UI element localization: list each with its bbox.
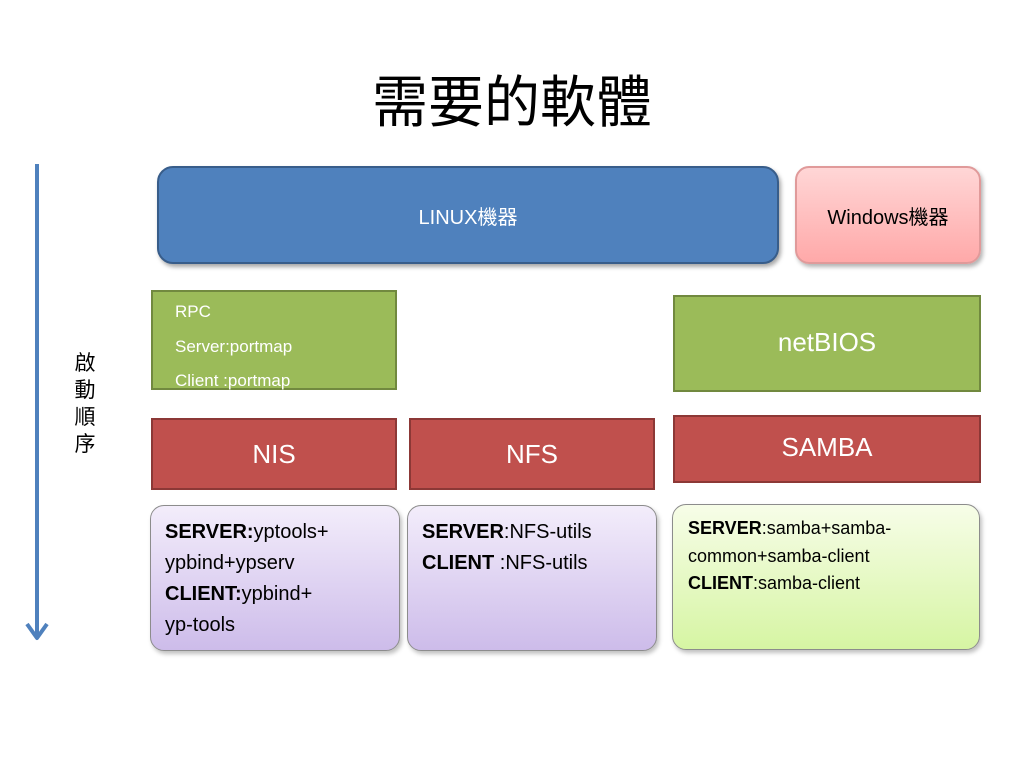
netbios-label: netBIOS	[777, 327, 877, 357]
samba-client-line: CLIENT:samba-client	[688, 570, 979, 598]
down-arrow-icon	[25, 164, 49, 640]
nis-box: NIS	[151, 418, 397, 490]
nfs-label: NFS	[506, 438, 558, 469]
netbios-box: netBIOS	[673, 295, 981, 392]
nis-server-value: yptools+	[253, 521, 329, 543]
windows-machine-box: Windows機器	[795, 166, 981, 264]
samba-server-line-2: common+samba-client	[688, 545, 870, 566]
samba-server-label: SERVER	[688, 518, 762, 538]
startup-order-label: 啟 動 順 序	[70, 350, 100, 458]
nfs-client-value: :NFS-utils	[494, 552, 588, 574]
rpc-line: RPC	[175, 302, 211, 321]
nis-client-value: ypbind+	[241, 583, 313, 605]
nfs-box: NFS	[409, 418, 655, 490]
nis-client-line: CLIENT:ypbind+	[165, 579, 399, 610]
samba-client-label: CLIENT	[688, 573, 753, 593]
nfs-packages-card: SERVER:NFS-utils CLIENT :NFS-utils	[407, 505, 657, 651]
samba-server-value: :samba+samba-	[761, 518, 892, 538]
nis-server-label: SERVER:	[165, 521, 254, 543]
nis-server-line-2: ypbind+ypserv	[165, 552, 295, 574]
nfs-client-label: CLIENT	[422, 552, 495, 574]
samba-packages-card: SERVER:samba+samba- common+samba-client …	[672, 504, 980, 650]
nfs-client-line: CLIENT :NFS-utils	[422, 548, 656, 579]
samba-client-value: :samba-client	[753, 573, 861, 593]
nis-client-line-2: yp-tools	[165, 614, 236, 636]
nfs-server-label: SERVER	[422, 521, 504, 543]
rpc-client-line: Client :portmap	[175, 371, 291, 390]
nis-packages-card: SERVER:yptools+ ypbind+ypserv CLIENT:ypb…	[150, 505, 400, 651]
nfs-server-value: :NFS-utils	[503, 521, 592, 543]
linux-machine-box: LINUX機器	[157, 166, 779, 264]
nis-label: NIS	[252, 438, 296, 469]
linux-machine-label: LINUX機器	[418, 206, 518, 229]
startup-order-text: 啟 動 順 序	[74, 351, 96, 456]
slide-title: 需要的軟體	[372, 71, 652, 136]
samba-label: SAMBA	[781, 431, 873, 462]
nis-server-line: SERVER:yptools+	[165, 517, 399, 548]
windows-machine-label: Windows機器	[827, 206, 949, 229]
rpc-server-line: Server:portmap	[175, 336, 293, 356]
nfs-server-line: SERVER:NFS-utils	[422, 517, 656, 548]
nis-client-label: CLIENT:	[165, 583, 242, 605]
samba-box: SAMBA	[673, 415, 981, 483]
rpc-box: RPC Server:portmap Client :portmap	[151, 290, 397, 390]
samba-server-line: SERVER:samba+samba-	[688, 515, 979, 543]
